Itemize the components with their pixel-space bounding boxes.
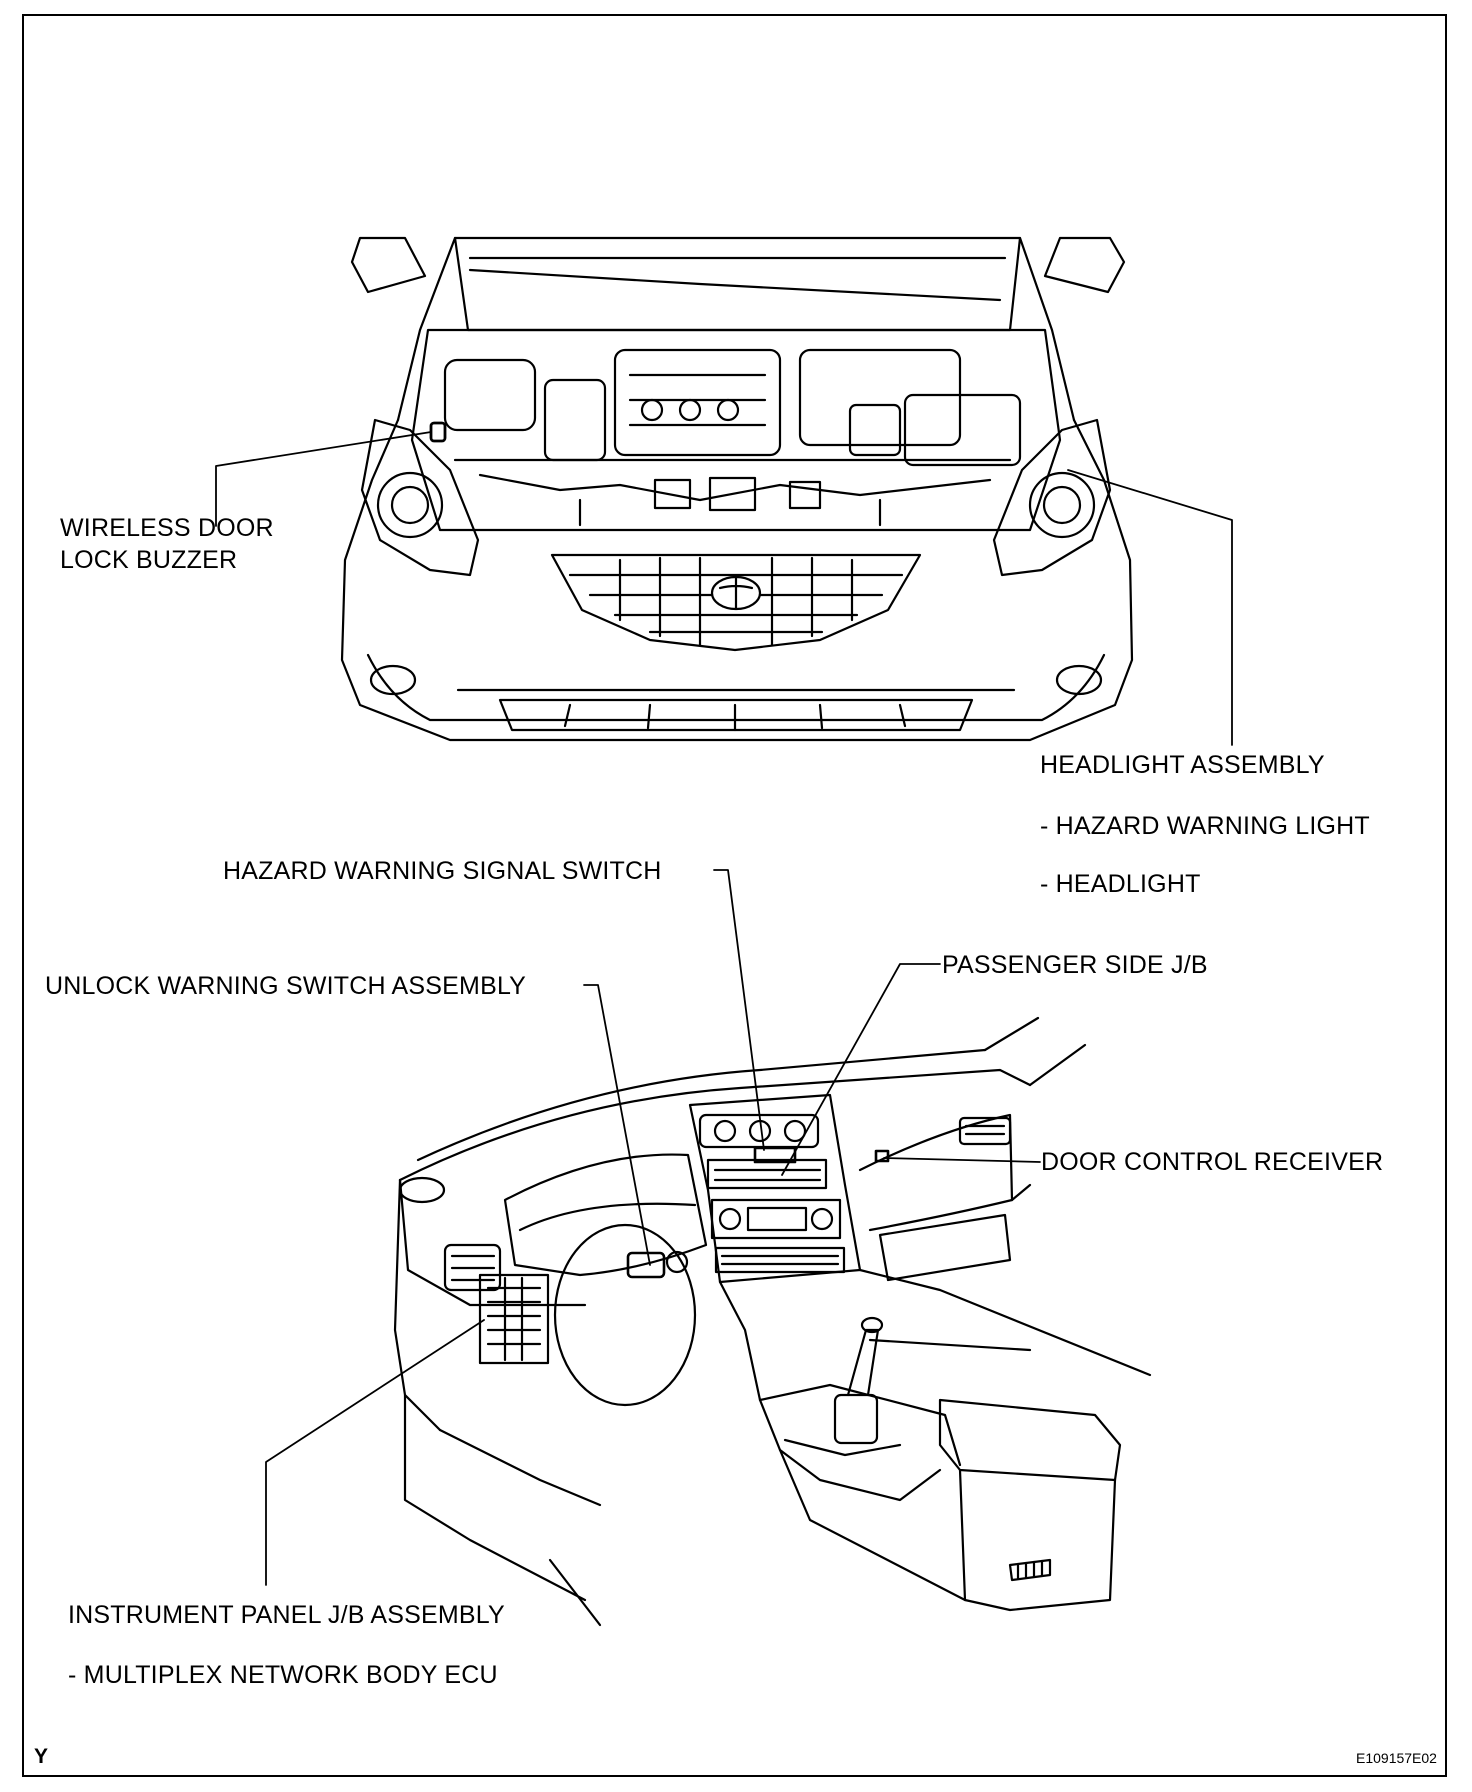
corner-mark: Y (34, 1745, 49, 1768)
leader-hazard-switch (713, 869, 765, 1151)
leader-headlight-assembly (1067, 469, 1233, 746)
label-headlight: - HEADLIGHT (1040, 870, 1201, 898)
leader-passenger-jb (781, 963, 941, 1176)
label-unlock-warning-switch: UNLOCK WARNING SWITCH ASSEMBLY (45, 972, 527, 1000)
leader-lines (215, 431, 1233, 1586)
leader-wireless-buzzer (215, 431, 432, 527)
car-front-view (340, 236, 1134, 742)
label-headlight-assembly: HEADLIGHT ASSEMBLY (1040, 751, 1325, 779)
dashboard-view (393, 1016, 1152, 1627)
label-multiplex-ecu: - MULTIPLEX NETWORK BODY ECU (68, 1661, 498, 1689)
label-door-control-receiver: DOOR CONTROL RECEIVER (1041, 1148, 1384, 1176)
label-instrument-panel-jb: INSTRUMENT PANEL J/B ASSEMBLY (68, 1601, 505, 1629)
label-passenger-jb: PASSENGER SIDE J/B (942, 951, 1208, 979)
figure-reference: E109157E02 (1356, 1750, 1437, 1766)
leader-unlock-switch (583, 984, 651, 1266)
leader-door-receiver (883, 1157, 1041, 1163)
diagram-frame (22, 14, 1447, 1777)
label-wireless-buzzer-line1: WIRELESS DOOR (60, 514, 274, 542)
label-hazard-switch: HAZARD WARNING SIGNAL SWITCH (223, 857, 662, 885)
label-wireless-buzzer-line2: LOCK BUZZER (60, 546, 238, 574)
label-hazard-warning-light: - HAZARD WARNING LIGHT (1040, 812, 1370, 840)
leader-instrument-jb (265, 1319, 485, 1586)
